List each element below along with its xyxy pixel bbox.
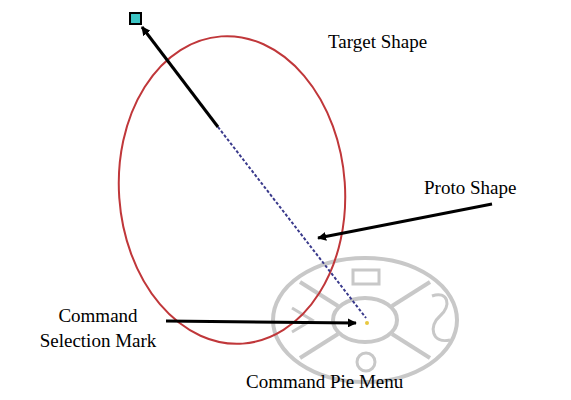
callout-label: Command Pie Menu: [246, 370, 403, 395]
handle-square: [130, 13, 141, 24]
leader-arrow: [318, 204, 492, 238]
proto-stroke: [218, 127, 366, 318]
target-ellipse: [109, 28, 356, 351]
callout-label: Command Selection Mark: [28, 304, 168, 353]
pie-menu: [273, 258, 457, 382]
leader-arrow: [166, 321, 356, 323]
callout-label: Target Shape: [328, 30, 427, 55]
leader-arrow: [142, 27, 218, 127]
selection-mark: [365, 321, 369, 325]
callout-label: Proto Shape: [424, 176, 516, 201]
